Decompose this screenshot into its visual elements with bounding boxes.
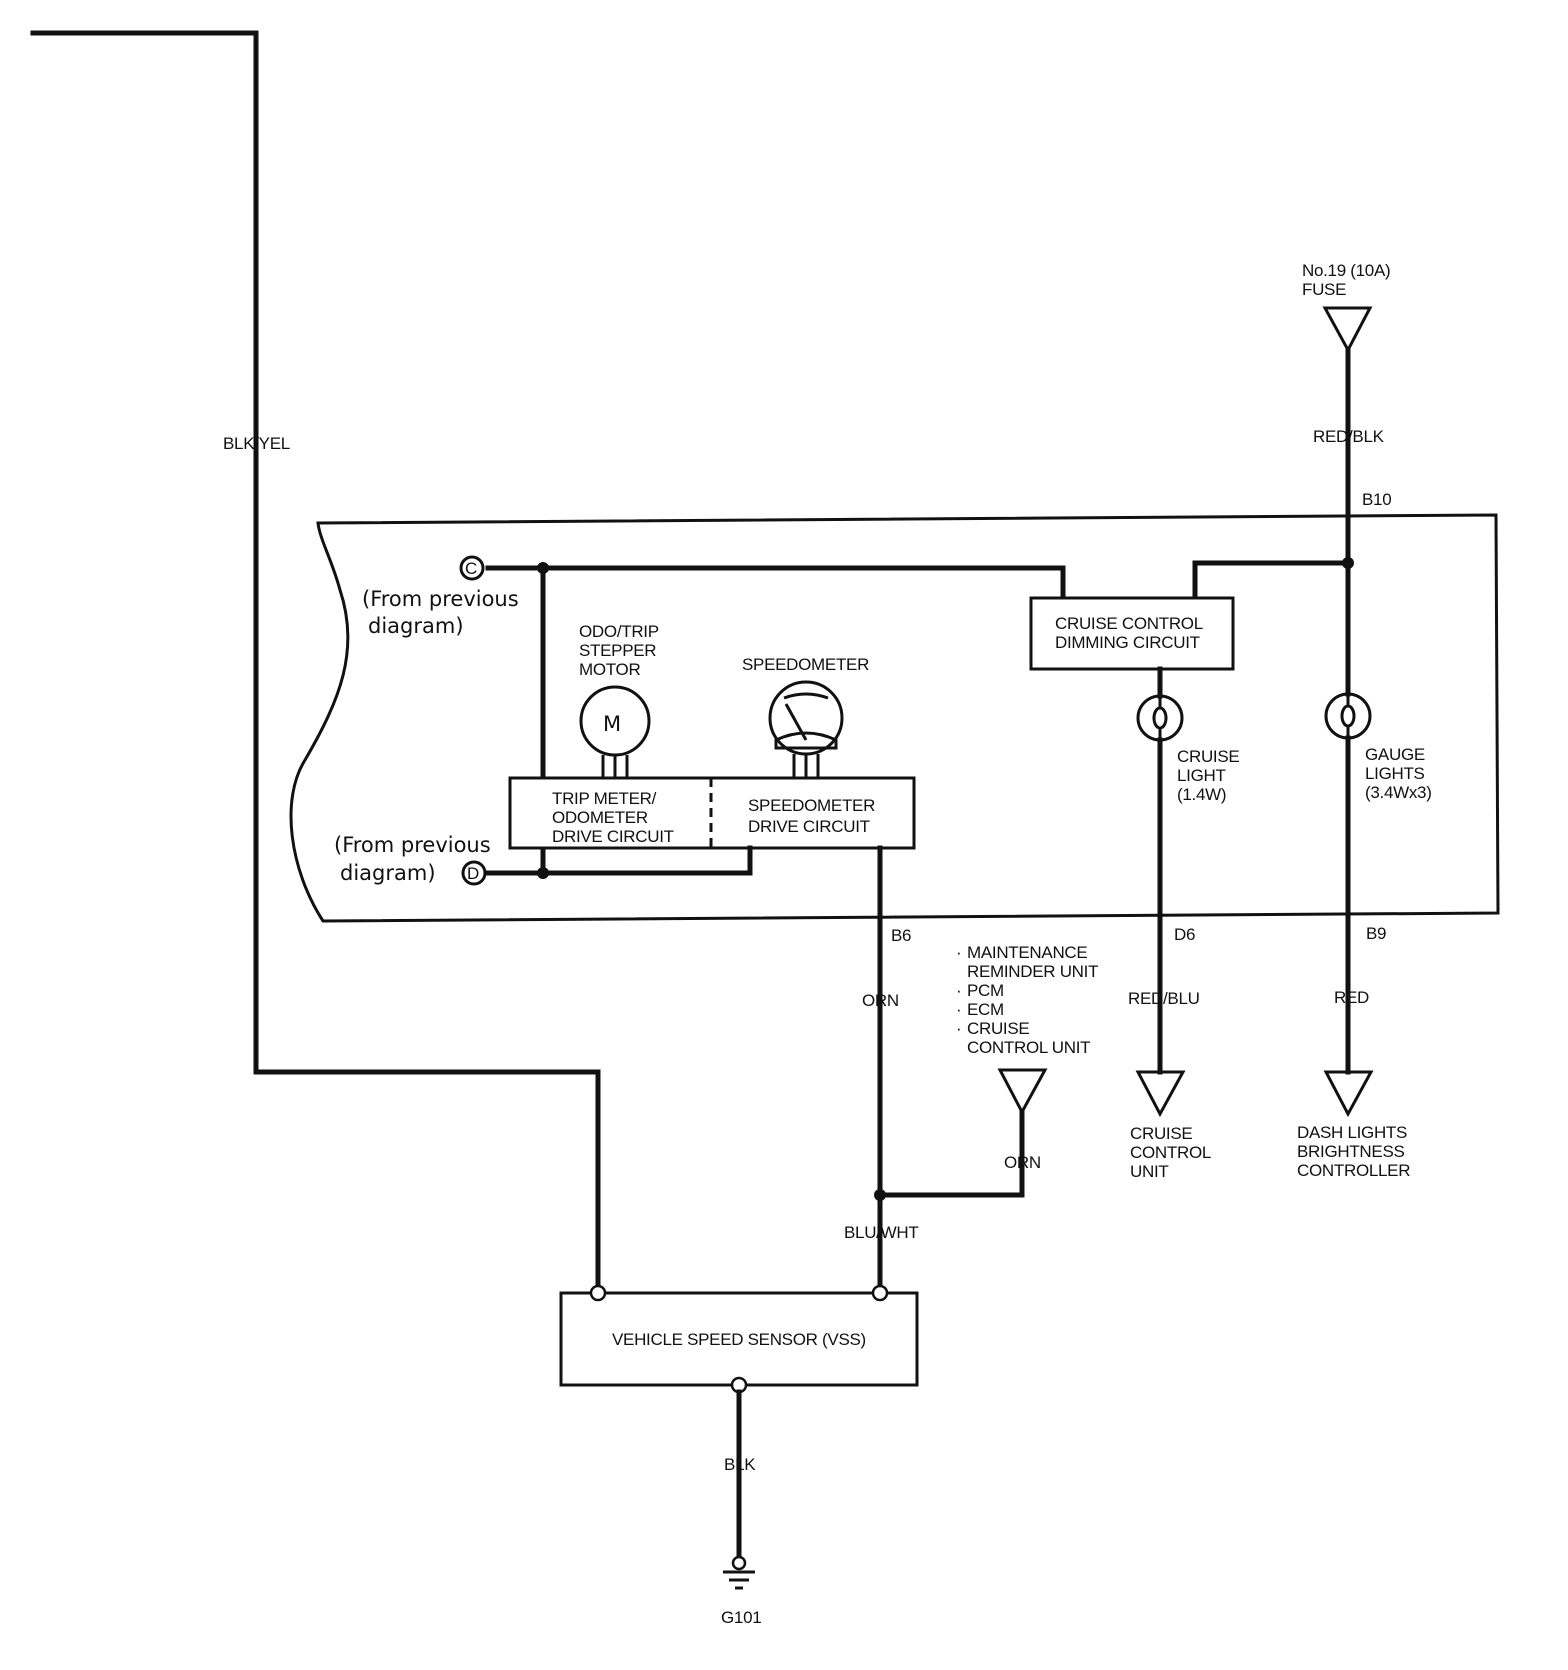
off-page-d-symbol: D bbox=[467, 864, 479, 883]
off-page-c-line1: (From previous bbox=[362, 587, 519, 611]
wire-bus-dimming-feed bbox=[1192, 560, 1351, 601]
cruise-light-filament-icon bbox=[1152, 696, 1168, 740]
cruise-dimming-box bbox=[1029, 596, 1235, 671]
wire-label-red-blu: RED/BLU bbox=[1128, 989, 1200, 1008]
wire-orn-branch bbox=[877, 1109, 1025, 1198]
fuse-label-line2: FUSE bbox=[1302, 280, 1346, 299]
stepper-motor-label-1: ODO/TRIP bbox=[579, 622, 659, 641]
cruise-dimming-line2: DIMMING CIRCUIT bbox=[1055, 633, 1200, 652]
wire-label-orn: ORN bbox=[862, 991, 899, 1010]
ground-pin bbox=[731, 1555, 747, 1571]
wire-label-orn-branch: ORN bbox=[1004, 1153, 1041, 1172]
cruise-dimming-line1: CRUISE CONTROL bbox=[1055, 614, 1203, 633]
trip-circuit-line2: ODOMETER bbox=[552, 808, 648, 827]
orn-dest-line6: CONTROL UNIT bbox=[967, 1038, 1090, 1057]
speedometer-leads bbox=[792, 754, 820, 778]
gauge-assembly-outline bbox=[289, 513, 1500, 923]
cruise-unit-line3: UNIT bbox=[1130, 1162, 1168, 1181]
wire-d-bus bbox=[483, 845, 753, 876]
vss-pin-blk-yel bbox=[589, 1284, 607, 1302]
cruise-unit-line1: CRUISE bbox=[1130, 1124, 1192, 1143]
speedometer-dial-icon bbox=[774, 731, 838, 750]
off-page-d-line1: (From previous bbox=[334, 833, 491, 857]
junction-node-d bbox=[537, 867, 549, 879]
gauge-lights-line1: GAUGE bbox=[1365, 745, 1425, 764]
trip-circuit-line1: TRIP METER/ bbox=[552, 789, 657, 808]
orn-dest-line5: CRUISE bbox=[967, 1019, 1029, 1038]
off-page-c-symbol: C bbox=[465, 559, 477, 578]
fuse-label-line1: No.19 (10A) bbox=[1302, 261, 1390, 280]
wire-label-blk: BLK bbox=[724, 1455, 756, 1474]
orn-dest-line3: PCM bbox=[967, 981, 1004, 1000]
dash-lights-line2: BRIGHTNESS bbox=[1297, 1142, 1405, 1161]
connector-b9: B9 bbox=[1366, 924, 1386, 943]
connector-b10: B10 bbox=[1362, 490, 1391, 509]
dash-lights-line1: DASH LIGHTS bbox=[1297, 1123, 1407, 1142]
trip-circuit-line3: DRIVE CIRCUIT bbox=[552, 827, 674, 846]
wire-label-red: RED bbox=[1334, 988, 1369, 1007]
speedometer-needle-icon bbox=[783, 692, 829, 741]
orn-dest-bullet-4: · bbox=[956, 1019, 961, 1038]
wire-blk-yel bbox=[30, 30, 601, 1296]
connector-b6: B6 bbox=[891, 926, 911, 945]
motor-symbol: M bbox=[603, 712, 621, 736]
speedometer-label: SPEEDOMETER bbox=[742, 655, 869, 674]
off-page-d-line2: diagram) bbox=[340, 861, 436, 885]
vss-pin-blu-wht bbox=[871, 1284, 889, 1302]
stepper-motor-label-2: STEPPER bbox=[579, 641, 656, 660]
off-page-c-line2: diagram) bbox=[368, 614, 464, 638]
cruise-light-line2: LIGHT bbox=[1177, 766, 1226, 785]
fuse-triangle-icon bbox=[1322, 306, 1373, 354]
gauge-lights-line3: (3.4Wx3) bbox=[1365, 783, 1432, 802]
off-page-c-icon bbox=[459, 555, 485, 581]
cruise-unit-triangle-icon bbox=[1135, 1070, 1186, 1118]
ground-icon bbox=[723, 1570, 755, 1590]
cruise-unit-line2: CONTROL bbox=[1130, 1143, 1211, 1162]
orn-dest-bullet-3: · bbox=[956, 1000, 961, 1019]
vss-label: VEHICLE SPEED SENSOR (VSS) bbox=[612, 1330, 866, 1349]
dash-lights-line3: CONTROLLER bbox=[1297, 1161, 1410, 1180]
dash-lights-triangle-icon bbox=[1323, 1070, 1374, 1118]
wire-label-blk-yel: BLK/YEL bbox=[223, 434, 290, 453]
gauge-light-filament-icon bbox=[1340, 694, 1356, 738]
wire-label-blu-wht: BLU/WHT bbox=[844, 1223, 918, 1242]
ground-label: G101 bbox=[721, 1608, 761, 1627]
orn-destination-triangle-icon bbox=[997, 1068, 1048, 1116]
orn-dest-bullet-2: · bbox=[956, 981, 961, 1000]
orn-dest-line4: ECM bbox=[967, 1000, 1004, 1019]
wire-label-red-blk: RED/BLK bbox=[1313, 427, 1385, 446]
cruise-light-line1: CRUISE bbox=[1177, 747, 1239, 766]
speedo-circuit-line2: DRIVE CIRCUIT bbox=[748, 817, 870, 836]
connector-d6: D6 bbox=[1174, 925, 1195, 944]
off-page-d-icon bbox=[461, 860, 487, 886]
motor-leads bbox=[601, 755, 629, 779]
orn-dest-line1: MAINTENANCE bbox=[967, 943, 1087, 962]
orn-dest-line2: REMINDER UNIT bbox=[967, 962, 1098, 981]
speedo-circuit-line1: SPEEDOMETER bbox=[748, 796, 875, 815]
orn-dest-bullet-1: · bbox=[956, 943, 961, 962]
vss-box bbox=[559, 1291, 919, 1387]
cruise-light-line3: (1.4W) bbox=[1177, 785, 1226, 804]
stepper-motor-label-3: MOTOR bbox=[579, 660, 640, 679]
gauge-lights-line2: LIGHTS bbox=[1365, 764, 1425, 783]
wire-bus-c bbox=[485, 565, 1066, 601]
